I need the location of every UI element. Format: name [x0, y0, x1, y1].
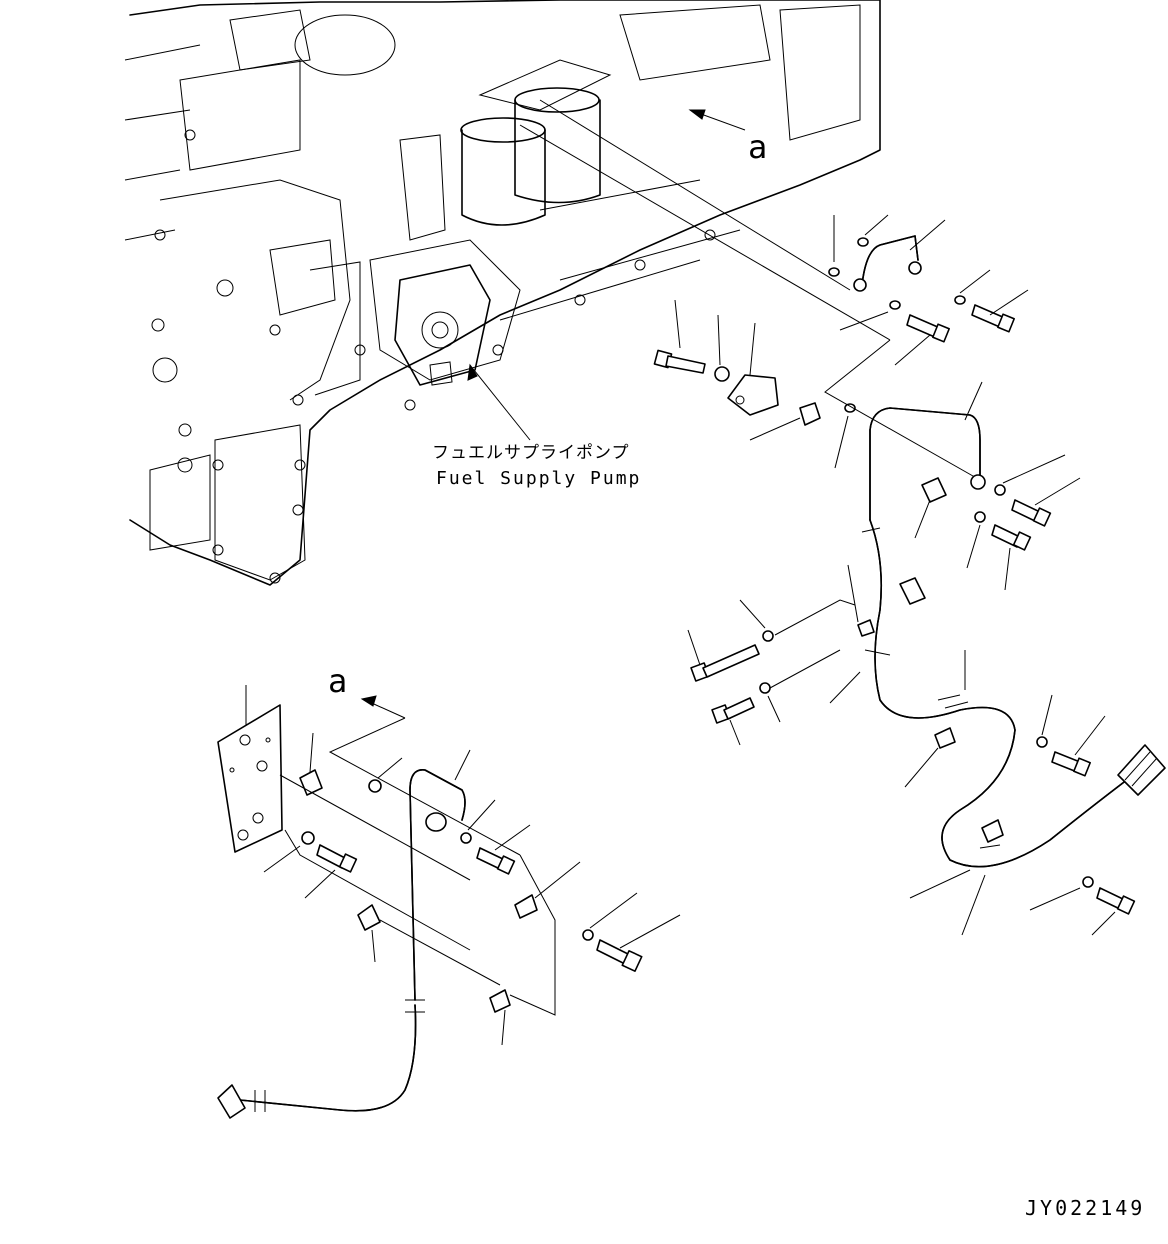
view-a-label-bottom: a	[328, 662, 347, 700]
washer-icon	[762, 630, 774, 642]
washer-icon	[368, 779, 382, 793]
clamp-icon	[934, 727, 956, 749]
washer-icon	[974, 511, 986, 523]
pump-label-en: Fuel Supply Pump	[436, 468, 641, 489]
bolt-icon	[690, 644, 760, 682]
washer-icon	[759, 682, 771, 694]
hose-icon	[861, 519, 1166, 868]
arrow-icon	[467, 363, 478, 381]
drawing-number: JY022149	[1025, 1196, 1145, 1220]
washer-icon	[889, 300, 901, 310]
washer-icon	[857, 237, 869, 247]
bolt-icon	[316, 844, 358, 873]
bolt-icon	[1051, 751, 1091, 777]
clamp-icon	[299, 769, 323, 796]
short-tube	[861, 235, 919, 286]
washer-icon	[1082, 876, 1094, 888]
clamp-icon	[899, 577, 926, 605]
pump-label-jp: フュエルサプライポンプ	[432, 443, 630, 463]
fuel-filter	[294, 14, 612, 226]
arrow-icon	[360, 695, 377, 707]
fuel-supply-pump-label: フュエルサプライポンプ Fuel Supply Pump	[432, 363, 641, 489]
bolt-icon	[1096, 887, 1136, 915]
clamp-icon	[357, 904, 381, 931]
washer-icon	[460, 832, 472, 844]
lower-tube-assembly: a	[217, 662, 681, 1119]
bolt-icon	[1011, 499, 1052, 527]
bracket-icon	[217, 704, 283, 853]
clamp-icon	[799, 402, 821, 426]
washer-icon	[828, 267, 840, 277]
bolt-icon	[906, 314, 950, 343]
clamp-icon	[514, 894, 538, 919]
hose-icon	[217, 769, 466, 1119]
washer-icon	[844, 403, 856, 413]
bolt-icon	[653, 349, 706, 374]
washer-icon	[714, 366, 730, 382]
upper-tube-assembly	[519, 99, 1166, 936]
clamp-icon	[857, 619, 875, 637]
bolt-icon	[476, 847, 516, 875]
washer-icon	[954, 295, 966, 305]
washer-icon	[994, 484, 1006, 496]
clamp-icon	[489, 989, 511, 1013]
engine-block	[124, 0, 881, 586]
bolt-icon	[971, 304, 1015, 333]
view-a-callout-bottom: a	[328, 662, 521, 856]
view-a-label-top: a	[748, 128, 767, 166]
arrow-icon	[688, 109, 706, 120]
bolt-icon	[991, 524, 1032, 551]
view-a-callout-top: a	[688, 109, 767, 166]
bracket-icon	[727, 374, 779, 416]
clamp-icon	[981, 819, 1004, 843]
fuel-supply-pump	[394, 264, 491, 386]
washer-icon	[582, 929, 594, 941]
washer-icon	[1036, 736, 1048, 748]
clamp-icon	[921, 477, 947, 503]
washer-icon	[301, 831, 315, 845]
bolt-icon	[711, 697, 755, 724]
bolt-icon	[596, 939, 643, 973]
